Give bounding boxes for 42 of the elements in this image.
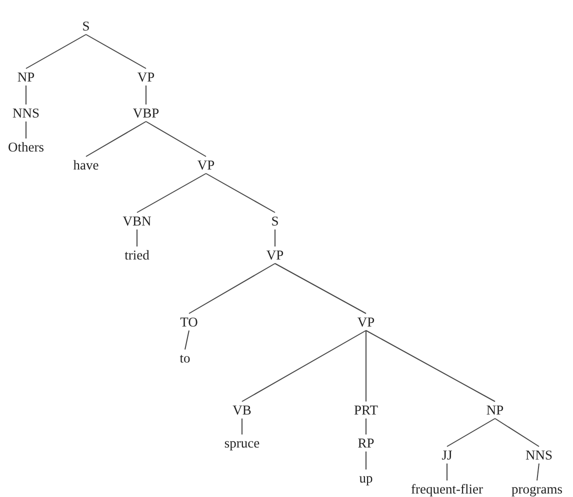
tree-node-label: PRT: [353, 402, 379, 418]
tree-node-label: VP: [136, 70, 156, 84]
tree-node-label: to: [178, 350, 192, 366]
tree-node-label: up: [358, 470, 374, 486]
tree-branch: [184, 330, 190, 350]
tree-node-label: have: [72, 158, 100, 172]
tree-node-label: JJ: [440, 448, 454, 462]
tree-branch: [136, 173, 206, 213]
tree-node-label: frequent-flier: [410, 482, 484, 496]
tree-branch: [274, 263, 366, 314]
tree-node-label: NP: [16, 70, 36, 84]
tree-node-label: VP: [196, 158, 216, 172]
tree-node-label: VBN: [122, 214, 152, 228]
tree-branch: [242, 330, 366, 402]
tree-branch: [536, 463, 540, 481]
tree-branch: [188, 263, 276, 314]
tree-node-label: VP: [265, 248, 285, 262]
tree-node-label: tried: [124, 248, 150, 262]
tree-branch: [146, 121, 206, 157]
tree-branch: [136, 229, 138, 247]
tree-branch: [274, 229, 276, 247]
tree-node-label: NP: [485, 402, 505, 418]
tree-branch: [206, 173, 276, 213]
tree-node-label: NNS: [524, 448, 554, 462]
tree-node-label: S: [81, 18, 91, 34]
tree-node-label: RP: [356, 436, 376, 450]
tree-branch: [366, 330, 496, 402]
tree-node-label: VP: [356, 314, 376, 330]
tree-node-label: NNS: [12, 106, 40, 120]
tree-branch: [86, 34, 146, 69]
tree-branch: [446, 418, 496, 447]
tree-node-label: VB: [232, 402, 252, 418]
tree-node-label: programs: [510, 482, 564, 496]
tree-branch: [26, 34, 86, 69]
tree-branch: [494, 418, 540, 447]
tree-node-label: S: [270, 214, 280, 228]
tree-branch: [86, 121, 146, 157]
tree-branch: [446, 463, 448, 481]
tree-node-label: TO: [179, 314, 199, 330]
tree-node-label: Others: [7, 140, 45, 154]
tree-node-label: VBP: [132, 106, 160, 120]
tree-node-label: spruce: [223, 436, 261, 450]
